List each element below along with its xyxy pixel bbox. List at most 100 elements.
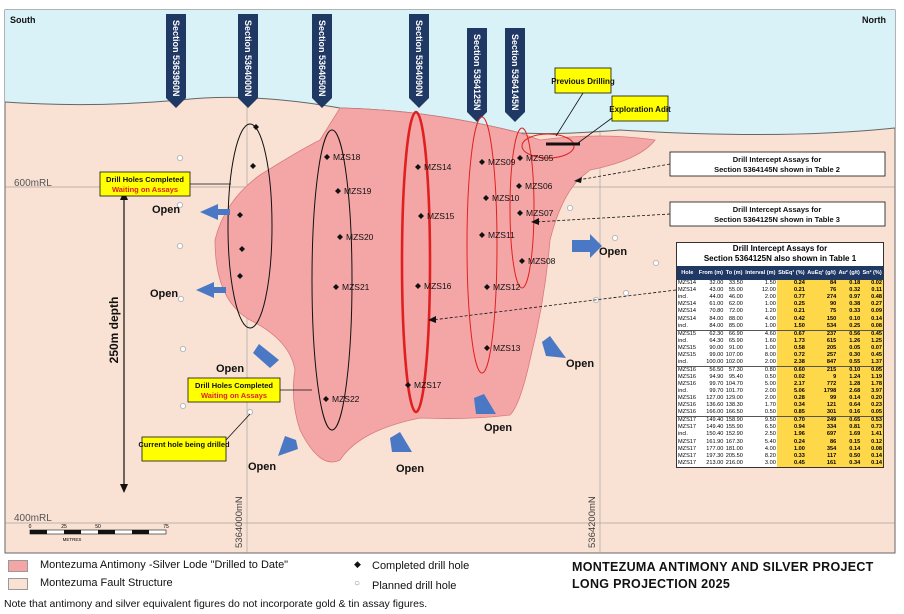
- assay-cell: 0.56: [837, 329, 862, 338]
- assay-cell: MZS15: [678, 351, 697, 358]
- assay-cell: 1.73: [776, 337, 806, 345]
- assay-cell: 274: [805, 294, 838, 302]
- previous-drilling-text: Previous Drilling: [551, 77, 615, 86]
- assay-cell: 84: [805, 280, 838, 288]
- current-hole-text: Current hole being drilled: [138, 440, 230, 449]
- assay-cell: 213.00: [706, 459, 724, 466]
- svg-text:Section 5364145N shown in Tabl: Section 5364145N shown in Table 2: [714, 165, 840, 174]
- assay-cell: 1798: [805, 388, 838, 396]
- assay-cell: 0.02: [776, 373, 806, 381]
- assay-cell: 149.40: [697, 416, 725, 425]
- assay-cell: 0.55: [837, 358, 862, 367]
- drill-hole-mzs16: MZS16: [415, 281, 452, 291]
- drill-hole-mzs06: MZS06: [516, 181, 553, 191]
- svg-text:MZS06: MZS06: [525, 181, 553, 191]
- assay-header-cell: Au² (g/t): [837, 266, 862, 280]
- assay-cell: 0.16: [837, 409, 862, 417]
- intercept-table2-pointer: Drill Intercept Assays for Section 53641…: [574, 151, 886, 183]
- assay-cell: 99: [805, 395, 838, 403]
- assay-cell: 1.00: [764, 344, 776, 351]
- assay-cell: 1.69: [837, 431, 862, 439]
- svg-text:MZS08: MZS08: [528, 256, 556, 266]
- assay-cell: 0.20: [861, 395, 883, 403]
- svg-text:MZS11: MZS11: [488, 230, 515, 240]
- svg-text:MZS12: MZS12: [493, 282, 521, 292]
- assay-cell: MZS17: [678, 424, 697, 431]
- assay-cell: 847: [805, 358, 838, 367]
- unlabeled-completed-holes: [237, 124, 259, 279]
- open-arrow-5: [390, 432, 412, 452]
- assay-cell: 2.17: [776, 380, 806, 389]
- svg-text:MZS16: MZS16: [424, 281, 452, 291]
- assay-table-title: Drill Intercept Assays for Section 53641…: [703, 244, 857, 263]
- assay-cell: 127.00: [706, 395, 724, 402]
- assay-cell: 0.25: [776, 301, 806, 309]
- assay-cell: 0.23: [861, 402, 883, 410]
- assay-cell: 161.90: [706, 438, 724, 445]
- drill-hole-mzs13: MZS13: [484, 343, 521, 353]
- assay-cell: 138.30: [725, 402, 743, 409]
- svg-text:MZS09: MZS09: [488, 157, 516, 167]
- svg-text:Section 5364090N: Section 5364090N: [414, 20, 424, 97]
- assay-cell: 0.77: [776, 294, 806, 302]
- assay-cell: 167.30: [725, 438, 743, 445]
- drill-holes-completed-callout-2: Drill Holes Completed Waiting on Assays: [187, 377, 312, 403]
- assay-cell: 0.28: [776, 395, 806, 403]
- drill-hole-mzs11: MZS11: [479, 230, 515, 240]
- open-arrow-7: [542, 336, 566, 358]
- assay-header-cell: SbEq¹ (%): [776, 266, 806, 280]
- open-label-1: Open: [152, 204, 180, 216]
- assay-cell: 0.24: [776, 280, 806, 288]
- svg-text:0: 0: [29, 524, 32, 530]
- footnote: Note that antimony and silver equivalent…: [4, 598, 428, 610]
- assay-cell: 0.21: [776, 287, 806, 295]
- assay-cell: 152.90: [725, 431, 743, 438]
- assay-cell: 99.70: [709, 388, 724, 395]
- assay-cell: 44.00: [709, 294, 724, 301]
- assay-cell: 354: [805, 445, 838, 453]
- assay-cell: 129.00: [725, 395, 743, 402]
- assay-cell: 99.00: [709, 351, 724, 358]
- drill-hole-mzs18: MZS18: [324, 152, 361, 162]
- svg-text:MZS21: MZS21: [342, 282, 370, 292]
- assay-cell: 91.00: [728, 344, 743, 351]
- open-label-2: Open: [150, 288, 178, 300]
- assay-cell: 1.26: [837, 337, 862, 345]
- assay-cell: 0.14: [861, 452, 883, 460]
- open-arrow-3: [253, 344, 279, 368]
- svg-text:MZS18: MZS18: [333, 152, 361, 162]
- assay-cell: 216.00: [725, 459, 743, 466]
- assay-cell: 1.37: [861, 358, 883, 367]
- assay-cell: 1.00: [764, 301, 776, 308]
- assay-cell: 0.07: [861, 344, 883, 352]
- antimony-silver-lode: [214, 107, 656, 463]
- assay-cell: 0.09: [861, 308, 883, 316]
- assay-cell: 1.70: [764, 402, 776, 409]
- assay-cell: incl.: [678, 431, 688, 438]
- assay-header-cell: To (m): [724, 266, 744, 280]
- assay-cell: MZS16: [678, 395, 697, 402]
- assay-cell: 72.00: [728, 308, 743, 315]
- svg-text:50: 50: [95, 524, 101, 530]
- assay-cell: 121: [805, 402, 838, 410]
- assay-cell: 0.50: [764, 373, 776, 380]
- assay-header-cell: Hole: [677, 266, 698, 280]
- project-title-1: MONTEZUMA ANTIMONY AND SILVER PROJECT: [572, 560, 874, 574]
- assay-cell: 32.00: [709, 280, 724, 287]
- assay-cell: 1.78: [861, 380, 883, 389]
- assay-cell: 0.25: [837, 322, 862, 331]
- assay-cell: 2.00: [764, 358, 776, 365]
- previous-drilling-ellipse: [521, 133, 575, 159]
- assay-cell: 0.05: [861, 365, 883, 374]
- drill-hole-mzs22: MZS22: [323, 394, 360, 404]
- assay-cell: 2.50: [764, 431, 776, 438]
- sky-area: [5, 10, 895, 135]
